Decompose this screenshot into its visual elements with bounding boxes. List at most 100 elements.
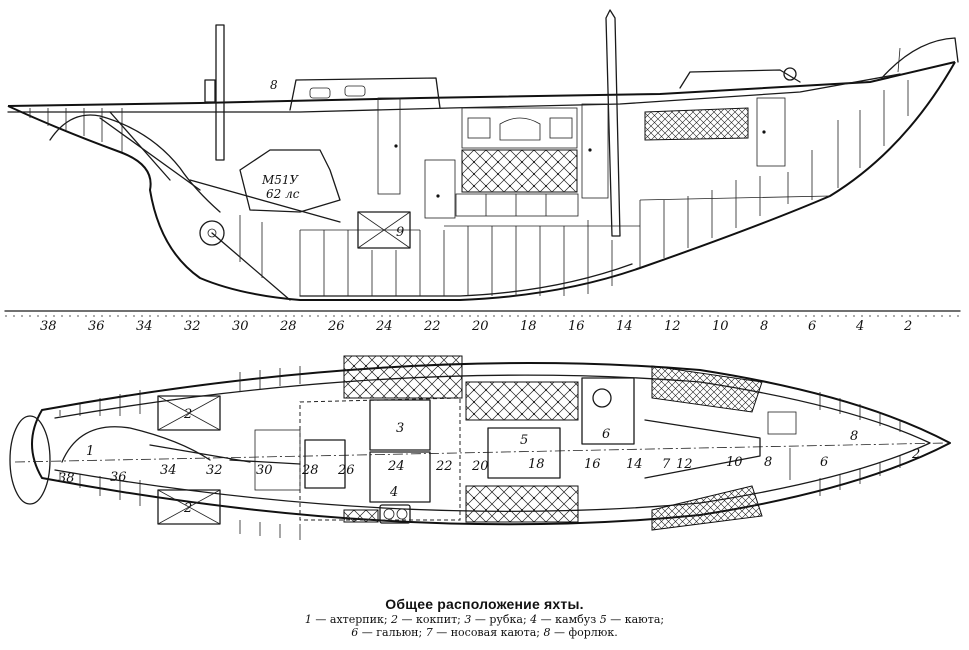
svg-text:14: 14 [626, 457, 643, 472]
svg-text:1: 1 [86, 444, 94, 459]
frame-scale-label: 4 [855, 319, 864, 334]
legend-number: 8 [543, 626, 554, 639]
profile-galley [424, 159, 456, 219]
frame-scale-label: 22 [423, 319, 441, 334]
legend-number: 2 [391, 613, 402, 626]
plan-view: 38 1 36 2 2 34 32 30 28 26 3 24 4 22 20 … [9, 355, 951, 540]
plan-quilted-berth-aft-upper [343, 355, 463, 399]
plan-deckhouse-outline [299, 397, 461, 521]
svg-text:8: 8 [270, 78, 278, 92]
legend-number: 3 [464, 613, 475, 626]
profile-keel-line [299, 263, 633, 297]
legend-text: — ахтерпик; [315, 613, 392, 626]
legend-number: 1 [304, 613, 316, 626]
svg-text:26: 26 [337, 463, 355, 478]
svg-text:24: 24 [387, 459, 405, 474]
frame-scale-label: 8 [760, 319, 768, 334]
profile-fore-berth [644, 107, 749, 141]
profile-mizzen-mast [215, 24, 225, 161]
legend-number: 5 [599, 613, 611, 626]
frame-scale-label: 16 [568, 319, 585, 334]
svg-text:34: 34 [160, 463, 177, 478]
svg-text:30: 30 [256, 463, 273, 478]
svg-text:38: 38 [58, 471, 75, 486]
plan-galley [369, 451, 431, 503]
profile-main-mast [605, 9, 621, 237]
svg-text:18: 18 [528, 457, 545, 472]
plan-quilted-berth-upper [465, 381, 579, 421]
frame-scale-label: 20 [471, 319, 489, 334]
legend-text: — носовая каюта; [436, 626, 544, 639]
plan-hull-outline [31, 362, 951, 526]
plan-forehatch [767, 411, 797, 435]
profile-engine [239, 149, 341, 213]
plan-tiller [61, 426, 211, 463]
legend-text: — форлюк. [553, 626, 618, 639]
plan-centerline [14, 442, 946, 463]
profile-bow-pulpit [879, 37, 959, 81]
plan-saloon-table [487, 427, 561, 479]
caption-legend-line-2: 6 — гальюн; 7 — носовая каюта; 8 — форлю… [0, 626, 969, 639]
frame-scale-label: 10 [712, 319, 729, 334]
svg-text:10: 10 [726, 455, 743, 470]
profile-sheer-line [7, 61, 956, 107]
plan-fore-berth-upper [651, 365, 763, 413]
legend-text: — кокпит; [401, 613, 465, 626]
frame-scale-label: 34 [136, 319, 153, 334]
frame-scale-label: 36 [88, 319, 105, 334]
frame-scale-label: 6 [808, 319, 816, 334]
caption-title: Общее расположение яхты. [385, 596, 584, 612]
profile-engine-power-label: 62 лс [266, 187, 300, 201]
plan-head [581, 377, 635, 445]
plan-transom [9, 415, 51, 505]
plan-quilted-berth-lower [465, 485, 579, 523]
svg-text:2: 2 [911, 447, 920, 462]
profile-engine-label: М51У [261, 173, 300, 187]
plan-v-berth [644, 419, 761, 479]
svg-text:2: 2 [183, 501, 192, 516]
legend-number: 7 [425, 626, 437, 639]
profile-cabin-settee [461, 149, 578, 193]
legend-number: 6 [351, 626, 362, 639]
profile-stern-rail [49, 114, 221, 213]
svg-text:16: 16 [584, 457, 601, 472]
svg-text:4: 4 [389, 485, 398, 500]
svg-text:20: 20 [471, 459, 489, 474]
frame-scale-label: 18 [520, 319, 537, 334]
svg-text:36: 36 [110, 470, 127, 485]
frame-scale-label: 24 [375, 319, 393, 334]
svg-text:8: 8 [850, 429, 858, 444]
plan-quilted-berth-aft-lower [343, 509, 379, 523]
frame-scale-label: 2 [903, 319, 912, 334]
plan-cockpit-box-lower [157, 489, 221, 525]
profile-deck-line [7, 73, 901, 113]
caption-legend-line-1: 1 — ахтерпик; 2 — кокпит; 3 — рубка; 4 —… [0, 613, 969, 626]
svg-text:12: 12 [676, 457, 693, 472]
plan-cockpit-box-upper [157, 395, 221, 431]
svg-text:6: 6 [602, 427, 610, 442]
legend-text: — камбуз [540, 613, 600, 626]
svg-text:5: 5 [520, 433, 528, 448]
svg-text:8: 8 [764, 455, 772, 470]
legend-text: — каюта; [610, 613, 665, 626]
frame-scale-label: 32 [184, 319, 201, 334]
svg-text:2: 2 [183, 407, 192, 422]
profile-view: М51У 62 лс 9 8 [7, 9, 959, 301]
legend-text: — рубка; [474, 613, 531, 626]
profile-door [581, 103, 609, 199]
wheel-icon [199, 220, 225, 246]
profile-forehatch [783, 67, 797, 81]
svg-text:32: 32 [206, 463, 223, 478]
plan-fore-berth-lower [651, 485, 763, 531]
plan-wheelhouse [369, 399, 431, 451]
profile-door [756, 97, 786, 167]
svg-text:28: 28 [301, 463, 319, 478]
svg-text:7: 7 [662, 457, 671, 472]
svg-text:6: 6 [820, 455, 828, 470]
svg-text:9: 9 [396, 225, 404, 240]
profile-deckhouse [289, 77, 441, 111]
frame-scale-label: 30 [232, 319, 249, 334]
profile-frame-lines [239, 80, 909, 296]
